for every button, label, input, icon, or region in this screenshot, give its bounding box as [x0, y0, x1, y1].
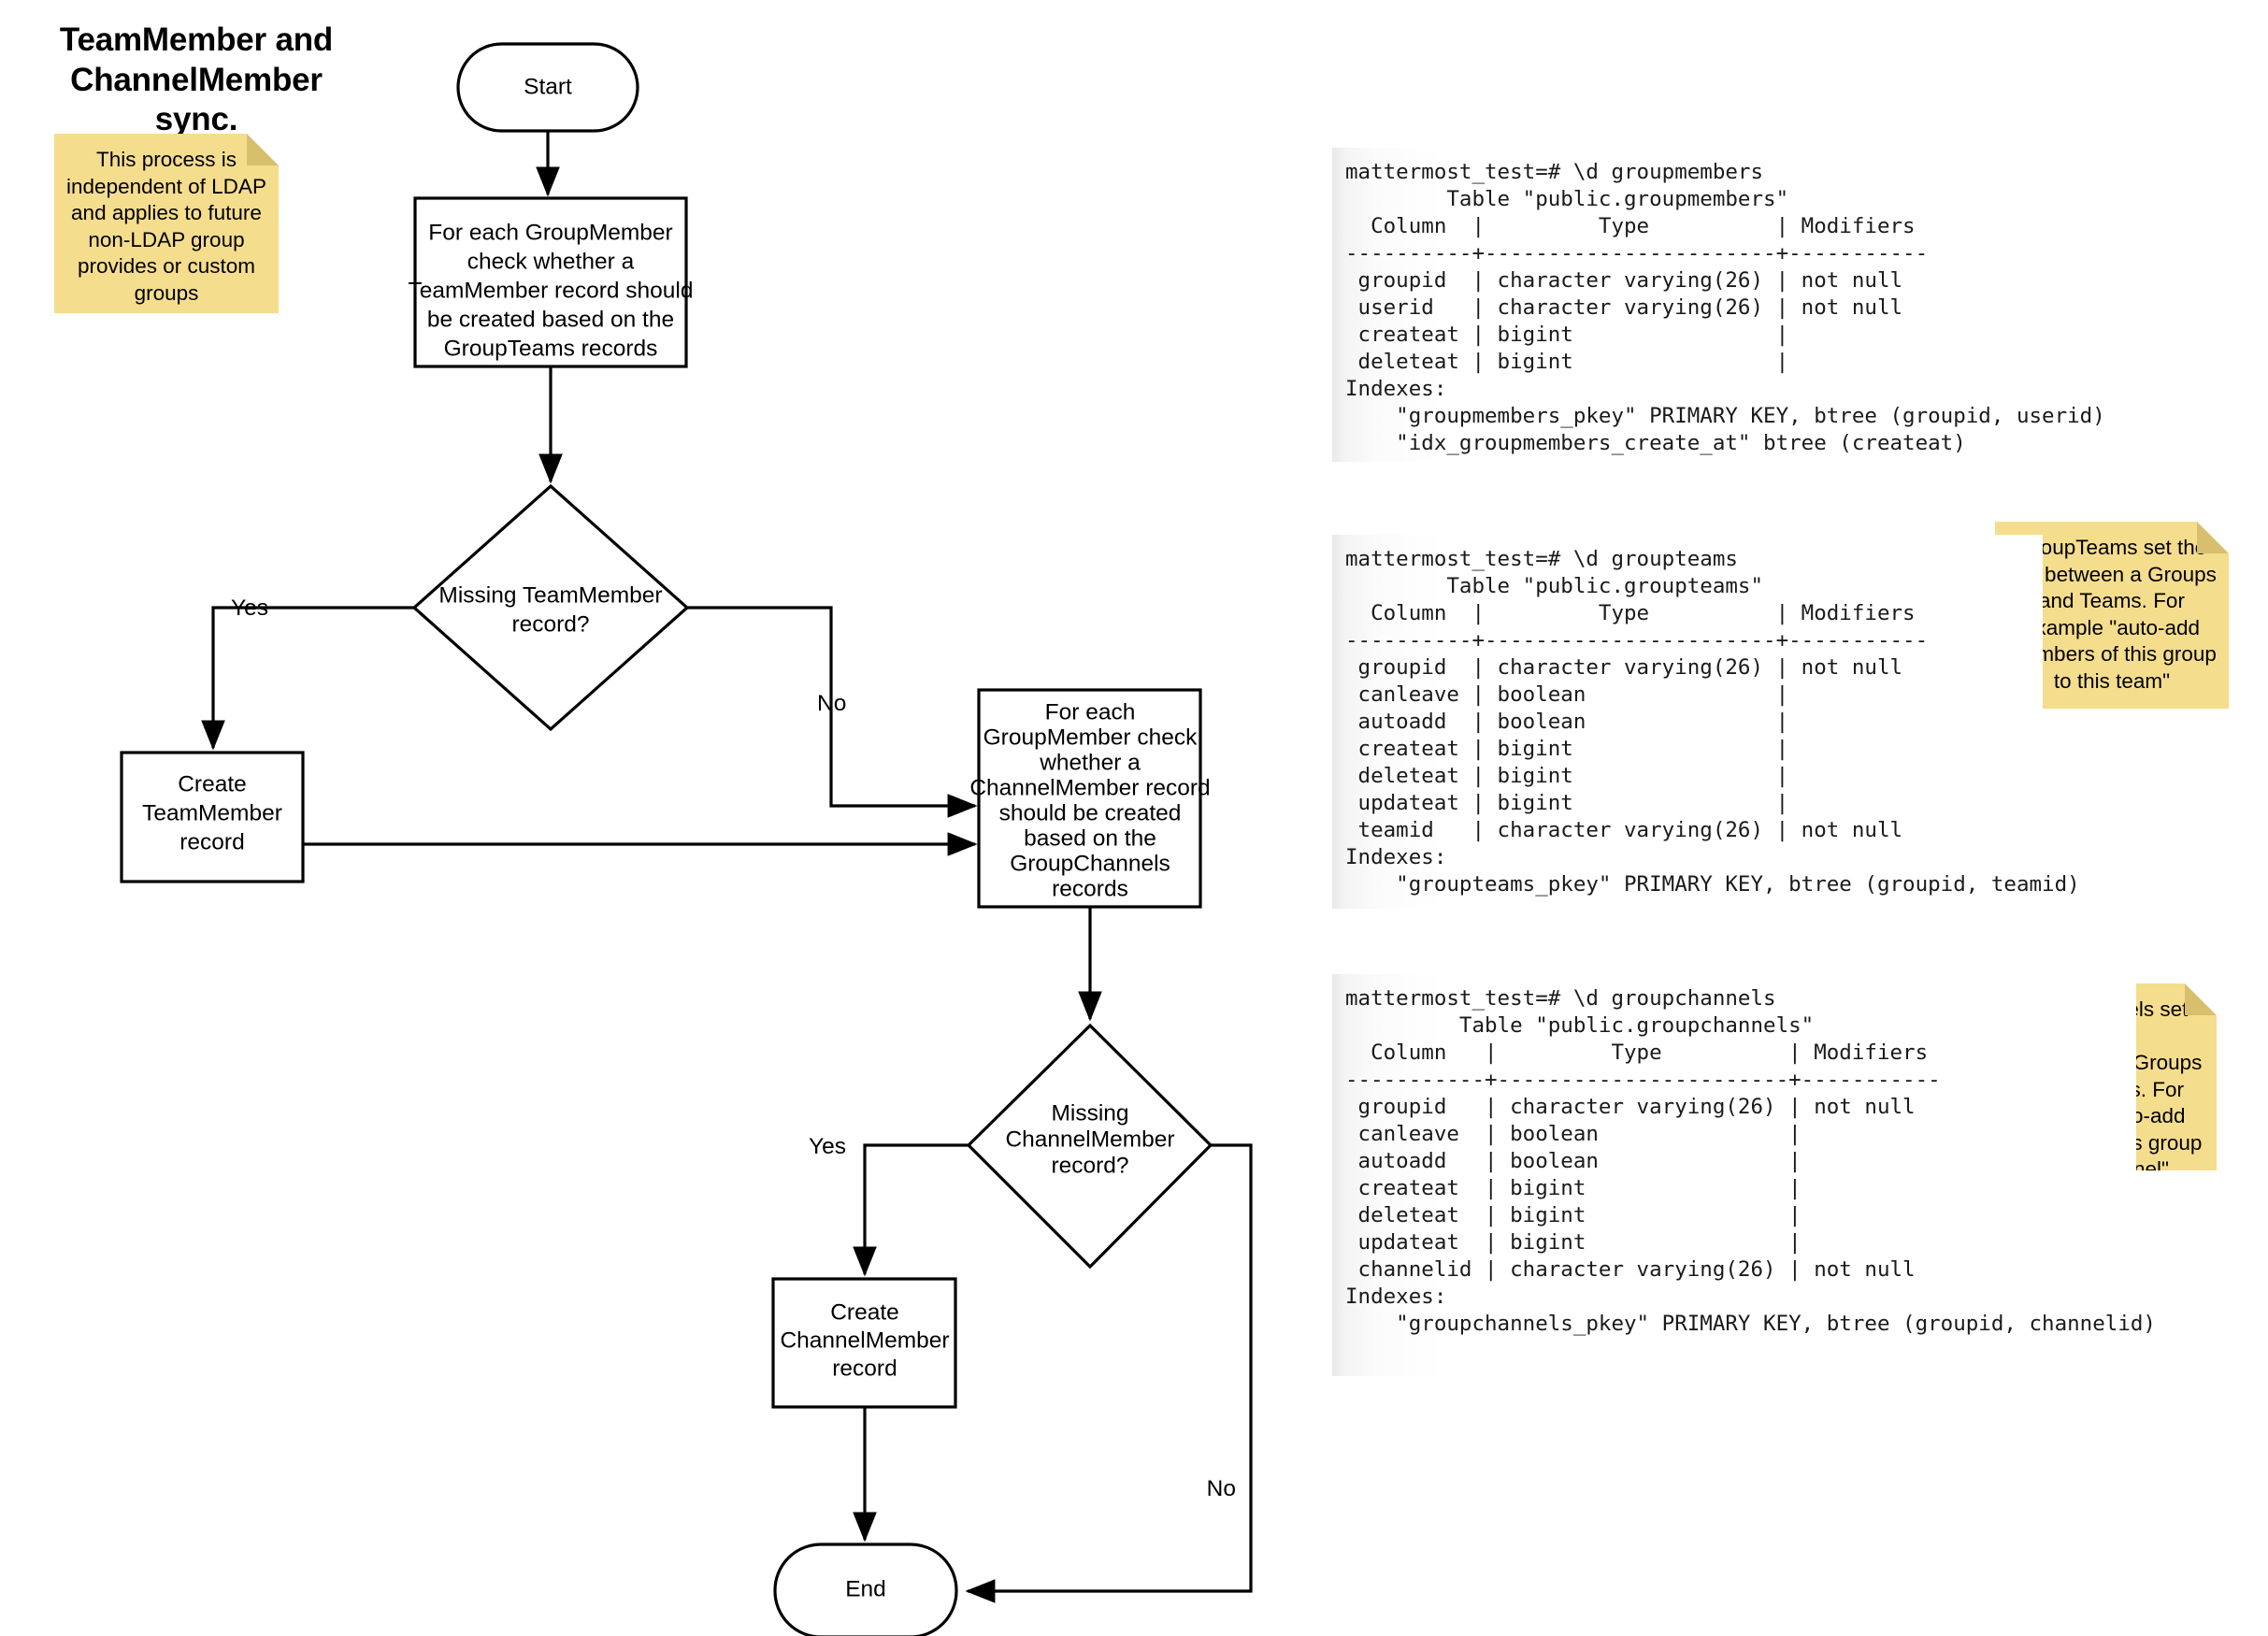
sticky-fold-corner-icon: [2197, 522, 2229, 553]
node-start[interactable]: Start: [456, 42, 639, 133]
node-end-label: End: [845, 1576, 886, 1601]
sticky-line: GroupTeams set the: [2017, 536, 2207, 559]
edge-label-yes-teammember: Yes: [231, 596, 268, 621]
node-create-teammember-line: Create: [178, 771, 247, 796]
node-create-teammember-line: TeamMember: [142, 800, 282, 825]
node-process-channelmember-line: should be created: [999, 800, 1182, 825]
node-create-channelmember-line: Create: [830, 1299, 899, 1325]
node-process-channelmember-line: based on the: [1024, 825, 1156, 851]
sticky-line: and Teams. For: [2039, 589, 2185, 613]
node-process-teammember-line: be created based on the: [427, 307, 674, 332]
node-create-teammember[interactable]: Create TeamMember record: [120, 751, 305, 883]
edge-label-no-teammember: No: [817, 691, 846, 716]
node-decision-channelmember-line: Missing: [1051, 1100, 1128, 1126]
node-create-teammember-line: record: [179, 829, 244, 854]
edge-decision-teammember-yes: [201, 606, 414, 751]
page-title-line-2: ChannelMember sync.: [70, 61, 323, 138]
node-decision-channelmember-line: record?: [1051, 1153, 1128, 1178]
node-decision-channelmember[interactable]: Missing ChannelMember record?: [966, 1023, 1213, 1270]
node-decision-channelmember-line: ChannelMember: [1005, 1127, 1174, 1152]
node-process-channelmember-line: GroupChannels: [1010, 851, 1170, 876]
node-process-channelmember-line: For each: [1045, 699, 1136, 725]
node-process-channelmember-line: ChannelMember record: [969, 775, 1210, 800]
edge-label-no-channelmember: No: [1207, 1476, 1236, 1501]
node-process-channelmember-line: records: [1052, 876, 1128, 901]
node-process-teammember-line: For each GroupMember: [428, 220, 672, 245]
node-process-channelmember-line: GroupMember check: [983, 725, 1199, 750]
page-title: TeamMember and ChannelMember sync.: [56, 21, 337, 140]
sticky-line: example "auto-add: [2023, 615, 2201, 639]
node-decision-teammember-line: Missing TeamMember: [438, 582, 662, 608]
node-end[interactable]: End: [773, 1543, 958, 1636]
flowchart: Start For each GroupMember check whether…: [120, 42, 1253, 1636]
node-start-label: Start: [524, 74, 572, 99]
psql-output-groupteams: mattermost_test=# \d groupteams Table "p…: [1332, 535, 2080, 909]
node-decision-teammember[interactable]: Missing TeamMember record?: [411, 483, 690, 732]
node-create-channelmember-line: record: [832, 1356, 897, 1381]
node-process-teammember-line: GroupTeams records: [444, 336, 658, 361]
edge-decision-channelmember-no: [965, 1143, 1253, 1603]
psql-output-groupchannels: mattermost_test=# \d groupchannels Table…: [1332, 974, 2156, 1376]
sticky-note-ldap: This process is independent of LDAP and …: [54, 134, 279, 313]
node-process-channelmember-line: whether a: [1039, 750, 1141, 775]
sticky-line: to this team": [2053, 668, 2171, 693]
node-process-channelmember[interactable]: For each GroupMember check whether a Cha…: [969, 688, 1211, 909]
node-process-teammember-line: TeamMember record should: [408, 278, 693, 303]
node-create-channelmember[interactable]: Create ChannelMember record: [771, 1277, 957, 1409]
edge-decision-channelmember-yes: [853, 1143, 969, 1277]
sticky-line: provides or custom: [77, 254, 256, 279]
sticky-line: This process is: [95, 148, 237, 171]
sticky-line: groups: [134, 280, 199, 305]
node-process-teammember[interactable]: For each GroupMember check whether a Tea…: [408, 196, 694, 368]
edge-decision-teammember-no: [687, 606, 978, 818]
sticky-line: non-LDAP group: [88, 227, 245, 251]
edge-label-yes-channelmember: Yes: [809, 1134, 846, 1159]
sticky-line: independent of LDAP: [66, 174, 266, 198]
sticky-fold-corner-icon: [2185, 983, 2217, 1015]
node-create-channelmember-line: ChannelMember: [780, 1327, 949, 1353]
psql-output-groupmembers: mattermost_test=# \d groupmembers Table …: [1332, 148, 2105, 462]
page-title-line-1: TeamMember and: [59, 22, 334, 58]
node-decision-teammember-line: record?: [511, 611, 589, 637]
sticky-line: and applies to future: [71, 201, 262, 225]
node-process-teammember-line: check whether a: [467, 249, 635, 274]
